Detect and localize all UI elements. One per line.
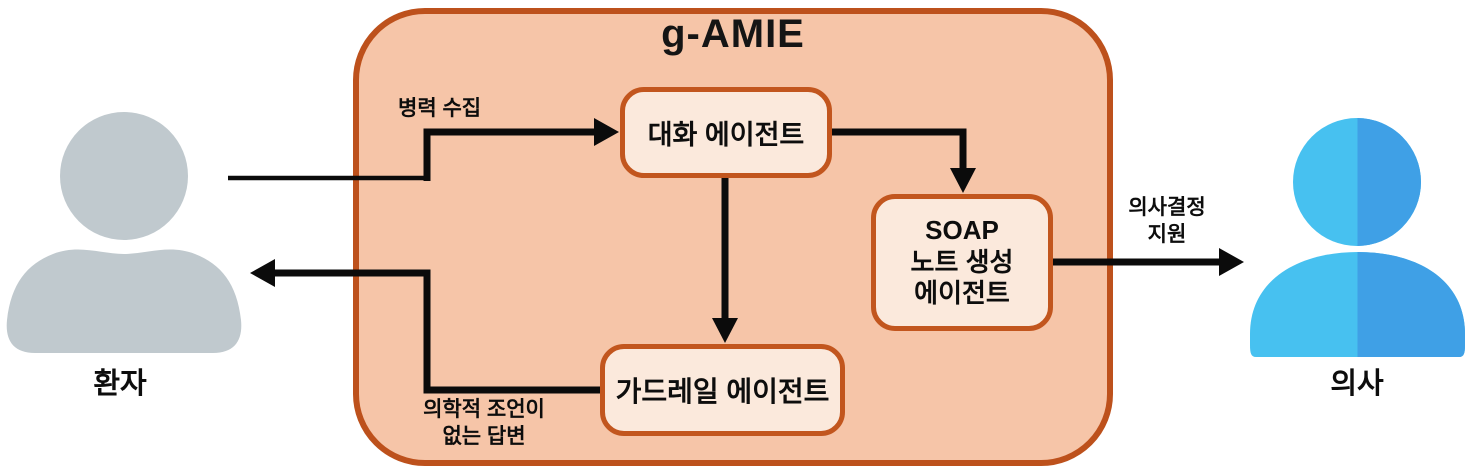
arrowhead-to-guardrail bbox=[712, 318, 738, 343]
doctor-person-glyph bbox=[1250, 118, 1465, 357]
arrow-patient-to-dialogue bbox=[423, 128, 596, 181]
arrowhead-to-dialogue bbox=[594, 118, 619, 146]
diagram-title: g-AMIE bbox=[661, 12, 805, 56]
patient-label: 환자 bbox=[93, 368, 147, 400]
arrow-dialogue-to-soap bbox=[832, 128, 967, 170]
dialogue-agent-box: 대화 에이전트 bbox=[620, 87, 832, 178]
soap-note-agent-box: SOAP 노트 생성 에이전트 bbox=[871, 194, 1053, 331]
doctor-icon bbox=[1248, 116, 1470, 361]
decision-support-label: 의사결정 지원 bbox=[1128, 196, 1206, 247]
patient-person-glyph bbox=[6, 112, 242, 353]
guardrail-agent-box: 가드레일 에이전트 bbox=[600, 344, 845, 436]
patient-icon bbox=[5, 108, 245, 358]
doctor-label: 의사 bbox=[1330, 368, 1384, 400]
arrowhead-to-doctor bbox=[1219, 248, 1244, 276]
arrowhead-to-patient bbox=[250, 259, 275, 287]
history-taking-label: 병력 수집 bbox=[398, 97, 482, 120]
no-medical-advice-label: 의학적 조언이 없는 답변 bbox=[423, 398, 545, 449]
arrow-guardrail-to-patient bbox=[274, 269, 600, 394]
arrowhead-to-soap bbox=[950, 168, 976, 193]
